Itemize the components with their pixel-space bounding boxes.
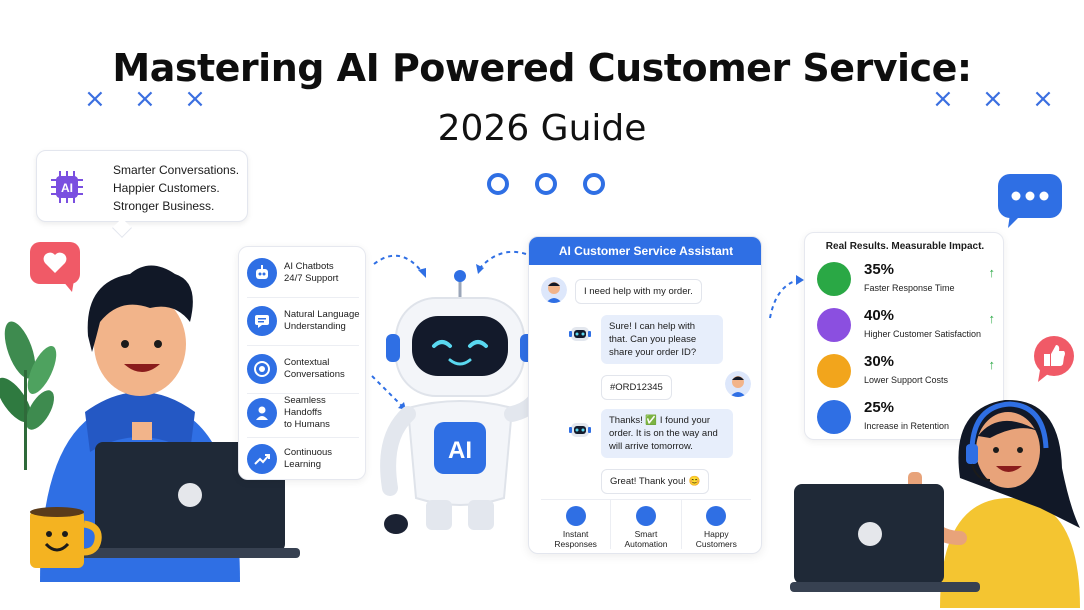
dashed-arrow-icon: [769, 275, 804, 319]
decorative-x-marks-left: × × ×: [84, 84, 216, 114]
tagline-bubble: AI Smarter Conversations. Happier Custom…: [36, 150, 248, 238]
ring-icon: [487, 173, 509, 195]
feature-sublabel: 24/7 Support: [284, 273, 339, 284]
woman-with-headset-illustration: [790, 399, 1080, 608]
chat-message-user: Great! Thank you! 😊: [601, 469, 710, 494]
ai-chip-icon: AI: [51, 171, 83, 203]
feature-sublabel: Conversations: [284, 369, 345, 380]
stat-value: 25%: [864, 399, 895, 416]
target-icon: [247, 354, 277, 384]
clock-icon: [565, 506, 586, 526]
chat-message-bot: Thanks! ✅ I found your order. It is on t…: [601, 409, 733, 458]
tagline-line-3: Stronger Business.: [113, 199, 215, 213]
heart-bubble-icon: [30, 242, 80, 292]
robot-badge: AI: [448, 437, 472, 464]
feature-sublabel: Understanding: [284, 321, 346, 332]
feature-label: Natural Language: [284, 309, 360, 320]
stat-response-time: 35% Faster Response Time ↑: [817, 259, 997, 299]
stat-satisfaction: 40% Higher Customer Satisfaction ↑: [817, 305, 997, 345]
stat-value: 40%: [864, 307, 895, 324]
bar-chart-icon: [817, 400, 851, 434]
ring-icon: [535, 173, 557, 195]
stat-retention: 25% Increase in Retention: [817, 397, 997, 437]
stat-label: Higher Customer Satisfaction: [864, 329, 982, 339]
footer-label: Smart: [634, 529, 658, 539]
page-title: Mastering AI Powered Customer Service:: [112, 46, 972, 90]
dollar-icon: [817, 354, 851, 388]
feature-label: Seamless Handoffs: [284, 395, 326, 418]
person-icon: [247, 398, 277, 428]
feature-sublabel: Learning: [284, 459, 321, 470]
bot-avatar-icon: [569, 423, 591, 437]
plant-icon: [0, 321, 57, 470]
stat-support-costs: 30% Lower Support Costs ↑: [817, 351, 997, 391]
footer-label: Instant: [562, 529, 589, 539]
footer-sublabel: Responses: [554, 539, 597, 549]
chip-label: AI: [61, 181, 73, 195]
results-title: Real Results. Measurable Impact.: [825, 241, 985, 252]
chat-assistant-panel: AI Customer Service Assistant I need hel…: [528, 236, 762, 554]
stat-label: Faster Response Time: [864, 283, 955, 293]
arrow-up-icon: ↑: [988, 265, 996, 280]
dashed-arrow-icon: [373, 254, 426, 278]
feature-label: Continuous: [284, 447, 333, 458]
chat-message-bot: Sure! I can help with that. Can you plea…: [601, 315, 723, 364]
ring-icon: [583, 173, 605, 195]
page-subtitle: 2026 Guide: [437, 108, 647, 149]
dashed-arrow-icon: [476, 250, 527, 274]
stat-label: Increase in Retention: [864, 421, 950, 431]
user-avatar-icon: [725, 371, 751, 397]
footer-sublabel: Customers: [695, 539, 737, 549]
results-panel: Real Results. Measurable Impact. 35% Fas…: [804, 232, 1004, 440]
brain-icon: [635, 506, 656, 526]
decorative-rings: [487, 173, 605, 195]
chat-bubble-icon: [998, 174, 1062, 228]
chat-title: AI Customer Service Assistant: [529, 237, 761, 265]
footer-sublabel: Automation: [624, 539, 668, 549]
smiley-mug-icon: [30, 507, 102, 568]
arrow-up-icon: ↑: [988, 357, 996, 372]
chat-icon: [247, 306, 277, 336]
tagline-line-2: Happier Customers.: [113, 181, 220, 195]
robot-icon: [247, 258, 277, 288]
arrow-up-icon: ↑: [988, 311, 996, 326]
tagline-line-1: Smarter Conversations.: [113, 163, 240, 177]
smile-icon: [706, 506, 727, 526]
chat-message-user: I need help with my order.: [575, 279, 702, 304]
decorative-x-marks-right: × × ×: [932, 84, 1064, 114]
stat-value: 30%: [864, 353, 895, 370]
feature-sublabel: to Humans: [284, 419, 330, 430]
bot-avatar-icon: [569, 327, 591, 341]
user-avatar-icon: [541, 277, 567, 303]
smile-icon: [817, 308, 851, 342]
chart-up-icon: [817, 262, 851, 296]
stat-label: Lower Support Costs: [864, 375, 949, 385]
thumbs-up-bubble-icon: [1034, 336, 1074, 382]
feature-label: Contextual: [284, 357, 330, 368]
feature-label: AI Chatbots: [284, 261, 334, 272]
trend-icon: [247, 444, 277, 474]
footer-label: Happy: [704, 529, 729, 539]
chat-message-user: #ORD12345: [601, 375, 672, 400]
stat-value: 35%: [864, 261, 895, 278]
man-with-laptop-illustration: [40, 265, 300, 582]
